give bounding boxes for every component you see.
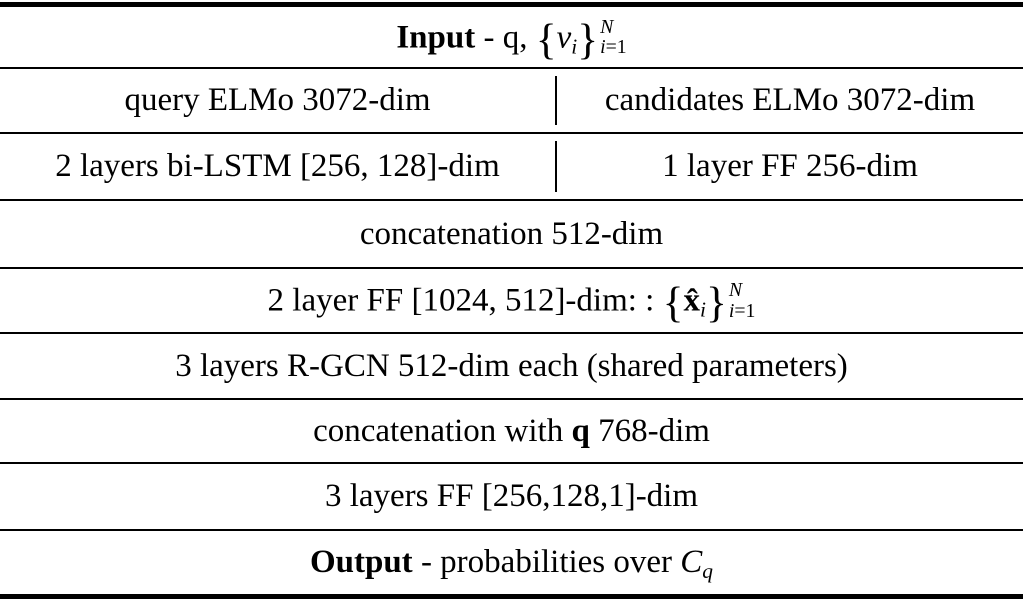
segment-text: 768-dim [589,412,710,449]
ff-scoring-row: 3 layers FF [256,128,1]-dim [0,464,1023,531]
output-row: Output - probabilities over Cq [0,531,1023,594]
table-cell: 1 layer FF 256-dim [557,148,1023,185]
segment-italic: v [556,19,572,56]
column-divider [555,75,557,126]
segment-brace: { [662,278,684,327]
segment-text: 3 layers FF [256,128,1]-dim [324,478,699,514]
segment-sub: q [702,559,714,583]
segment-sub: i [700,297,706,322]
table-cell: candidates ELMo 3072-dim [557,82,1023,119]
segment-text: concatenation with [313,412,572,449]
table-cell: concatenation 512-dim [0,216,1023,253]
segment-text: - q, [475,19,536,56]
segment-brace: } [577,15,599,64]
segment-text: concatenation 512-dim [359,215,664,252]
column-divider [555,140,557,193]
table-cell: 2 layers bi-LSTM [256, 128]-dim [0,148,555,185]
output-label: Output [309,544,413,580]
segment-text: candidates ELMo 3072-dim [604,82,976,118]
encoder-layers-row: 2 layers bi-LSTM [256, 128]-dim 1 layer F… [0,134,1023,201]
table-cell: 3 layers R-GCN 512-dim each (shared para… [0,348,1023,385]
segment-text: 1 layer FF 256-dim [662,148,918,184]
concatenation-row: concatenation 512-dim [0,201,1023,269]
input-label: Input [396,19,476,56]
segment-bold: q [571,412,590,449]
table-cell: query ELMo 3072-dim [0,82,555,119]
segment-text: 2 layers bi-LSTM [256, 128]-dim [55,148,500,184]
elmo-encoding-row: query ELMo 3072-dim candidates ELMo 3072-… [0,69,1023,134]
segment-brace: { [535,15,557,64]
segment-text: 2 layer FF [1024, 512]-dim: : [267,282,663,319]
table-cell: 3 layers FF [256,128,1]-dim [0,478,1023,515]
segment-text: 3 layers R-GCN 512-dim each (shared para… [175,347,848,384]
segment-bold: x̂ [683,282,701,319]
query-concatenation-row: concatenation with q 768-dim [0,400,1023,464]
table-cell: Output - probabilities over Cq [0,544,1023,583]
segment-text: query ELMo 3072-dim [124,82,431,118]
segment-sub: i [571,34,578,59]
segment-italic: C [680,544,703,580]
table-cell: concatenation with q 768-dim [0,413,1023,450]
rgcn-row: 3 layers R-GCN 512-dim each (shared para… [0,334,1023,400]
segment-text: - probabilities over [412,544,681,580]
segment-brace: } [705,278,727,327]
